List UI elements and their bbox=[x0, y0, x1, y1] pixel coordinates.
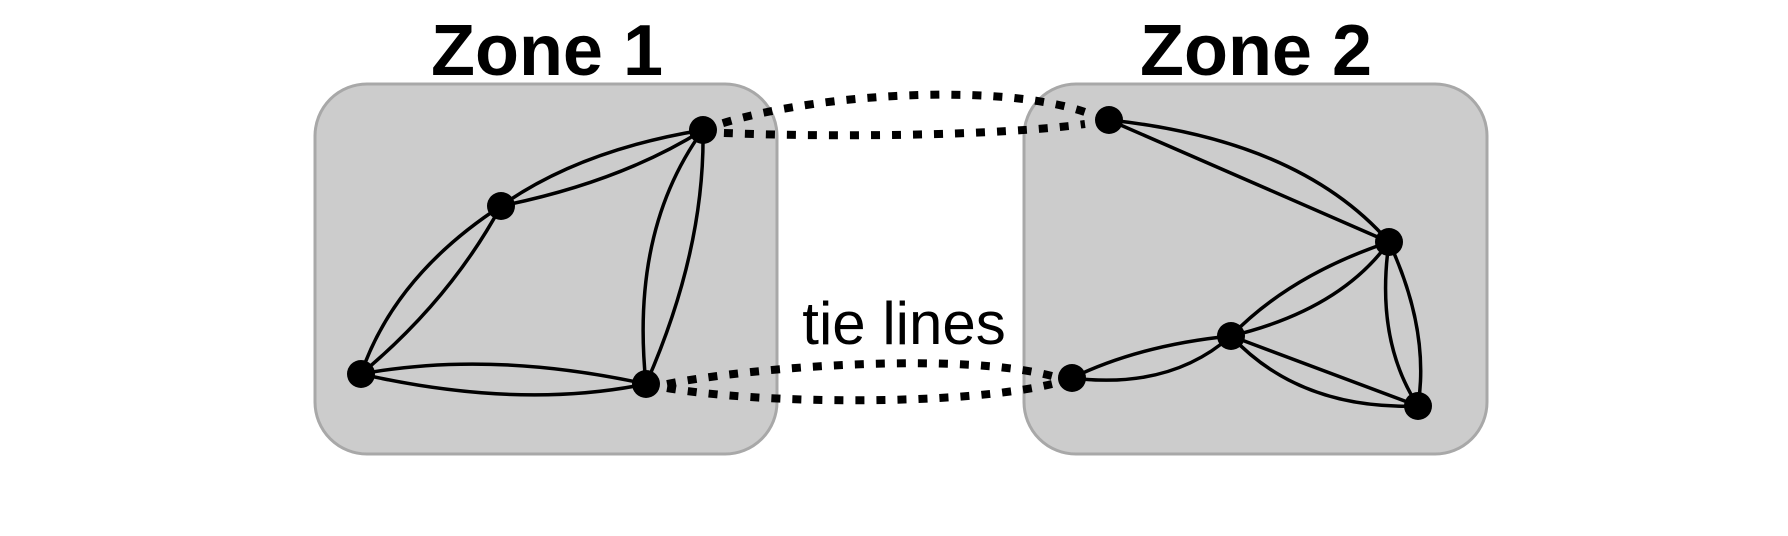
zone-2-edges bbox=[1071, 118, 1423, 408]
edge-z2-top-right-b bbox=[1108, 118, 1390, 244]
nodes bbox=[347, 106, 1432, 420]
node-z2-top bbox=[1095, 106, 1123, 134]
edge-z2-right-bottom-b bbox=[1387, 241, 1423, 407]
edge-z1-left-mid-a bbox=[359, 204, 502, 375]
edge-z1-bottom-top-b bbox=[644, 129, 705, 385]
node-z2-center bbox=[1217, 322, 1245, 350]
zone-1-box bbox=[313, 82, 779, 456]
edge-z2-right-bottom-a bbox=[1383, 241, 1420, 407]
edge-z1-left-bottom-b bbox=[360, 372, 647, 397]
node-z2-left bbox=[1058, 364, 1086, 392]
zone-1-edges bbox=[359, 128, 705, 397]
edge-z1-mid-top-b bbox=[500, 128, 704, 208]
edge-z1-left-bottom-a bbox=[360, 362, 647, 386]
tie-line-bottom-upper bbox=[666, 359, 1054, 388]
tie-lines-label: tie lines bbox=[802, 290, 1005, 357]
edge-z2-center-bottom-a bbox=[1230, 334, 1419, 408]
edge-z2-left-center-a bbox=[1071, 334, 1232, 380]
node-z1-top bbox=[689, 116, 717, 144]
node-z2-bottom bbox=[1404, 392, 1432, 420]
node-z1-mid bbox=[487, 192, 515, 220]
tie-line-top-lower bbox=[702, 120, 1086, 140]
edge-z2-center-right-a bbox=[1229, 240, 1390, 338]
edge-z2-left-center-b bbox=[1071, 334, 1233, 382]
edge-z1-bottom-top-a bbox=[641, 128, 705, 385]
edge-z2-top-right-a bbox=[1108, 118, 1391, 244]
edge-z2-center-right-b bbox=[1230, 240, 1391, 338]
node-z2-right bbox=[1375, 228, 1403, 256]
tie-line-bottom-lower bbox=[666, 380, 1053, 405]
tie-lines-bottom bbox=[666, 359, 1054, 405]
tie-lines-top bbox=[701, 90, 1087, 140]
zone-2-box bbox=[1022, 82, 1489, 456]
zone-2-title: Zone 2 bbox=[1140, 11, 1372, 91]
node-z1-bottom bbox=[632, 370, 660, 398]
zone-1-title: Zone 1 bbox=[431, 11, 663, 91]
edge-z2-center-bottom-b bbox=[1229, 334, 1419, 408]
node-z1-left bbox=[347, 360, 375, 388]
edge-z1-mid-top-a bbox=[499, 128, 704, 208]
edge-z1-left-mid-b bbox=[359, 205, 503, 376]
tie-line-top-upper bbox=[701, 90, 1087, 134]
